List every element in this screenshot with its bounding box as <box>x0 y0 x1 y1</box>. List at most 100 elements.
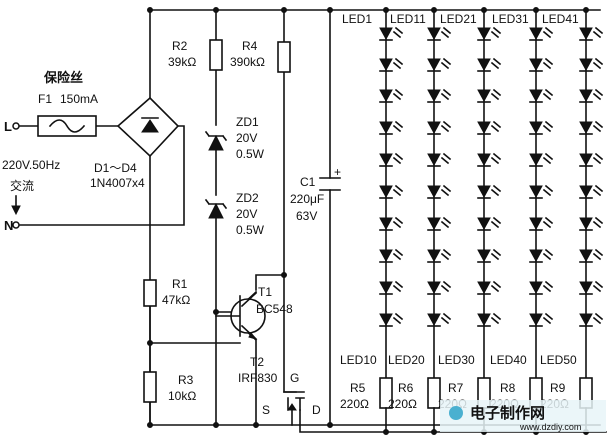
led-top-label: LED31 <box>492 12 529 26</box>
led-diode <box>579 120 604 135</box>
led-triangle-icon <box>579 249 593 263</box>
t2-ref: T2 <box>250 355 264 369</box>
zener-zd2: ZD2 20V 0.5W <box>204 191 265 237</box>
c1-ref: C1 <box>300 175 316 189</box>
led-triangle-icon <box>379 249 393 263</box>
led-light-arrows-icon <box>392 26 404 39</box>
led-resistor-value: 220Ω <box>388 397 417 411</box>
led-triangle-icon <box>427 313 441 327</box>
led-light-arrows-icon <box>392 152 404 165</box>
led-triangle-icon <box>579 185 593 199</box>
led-diode <box>477 280 502 295</box>
zd1-voltage: 20V <box>236 131 257 145</box>
led-diode <box>477 184 502 199</box>
fuse-value: 150mA <box>60 92 98 106</box>
led-triangle-icon <box>427 281 441 295</box>
fuse-title: 保险丝 <box>43 70 83 85</box>
led-diode <box>529 312 554 327</box>
zd2-voltage: 20V <box>236 207 257 221</box>
led-diode <box>529 248 554 263</box>
led-diode <box>477 120 502 135</box>
led-diode <box>379 57 404 72</box>
led-diode <box>427 57 452 72</box>
led-string-3: LED21LED30R7220Ω <box>438 7 502 435</box>
led-diode <box>427 312 452 327</box>
led-diode <box>477 312 502 327</box>
led-diode <box>579 312 604 327</box>
led-light-arrows-icon <box>440 280 452 293</box>
zd1-bar-icon <box>204 130 228 142</box>
led-light-arrows-icon <box>392 248 404 261</box>
led-resistor-ref: R9 <box>550 381 566 395</box>
r1-value: 47kΩ <box>162 293 190 307</box>
fuse-f1: 保险丝 F1 150mA <box>37 70 98 137</box>
zener-zd1: ZD1 20V 0.5W <box>204 115 265 161</box>
led-top-label: LED1 <box>342 12 372 26</box>
led-light-arrows-icon <box>542 184 554 197</box>
led-light-arrows-icon <box>490 88 502 101</box>
mains-spec: 220V.50Hz <box>2 158 60 172</box>
led-diode <box>529 184 554 199</box>
t2-gate-label: G <box>290 371 299 385</box>
led-light-arrows-icon <box>490 184 502 197</box>
led-triangle-icon <box>477 27 491 41</box>
zd2-triangle-icon <box>208 202 224 219</box>
r3-ref: R3 <box>178 373 194 387</box>
led-triangle-icon <box>477 313 491 327</box>
led-diode <box>427 152 452 167</box>
led-bottom-label: LED50 <box>540 353 577 367</box>
led-triangle-icon <box>427 58 441 72</box>
watermark-url: www.dzdiy.com <box>519 422 581 432</box>
led-triangle-icon <box>477 153 491 167</box>
led-string-junction <box>431 7 437 13</box>
led-diode <box>579 280 604 295</box>
zd1-triangle-icon <box>208 134 224 151</box>
led-diode <box>579 184 604 199</box>
r1-ref: R1 <box>172 277 188 291</box>
led-diode <box>529 88 554 103</box>
led-diode <box>579 152 604 167</box>
led-triangle-icon <box>427 185 441 199</box>
led-triangle-icon <box>379 217 393 231</box>
led-diode <box>579 216 604 231</box>
led-bottom-label: LED30 <box>438 353 475 367</box>
r1-body <box>143 279 157 307</box>
led-light-arrows-icon <box>490 152 502 165</box>
mains-arrow-icon <box>11 205 21 216</box>
led-light-arrows-icon <box>542 88 554 101</box>
led-string-junction <box>383 7 389 13</box>
led-resistor-ref: R8 <box>500 381 516 395</box>
led-diode <box>477 248 502 263</box>
transistor-t1: T1 BC548 <box>215 285 293 341</box>
led-triangle-icon <box>379 281 393 295</box>
led-diode <box>379 312 404 327</box>
led-diode <box>427 88 452 103</box>
led-triangle-icon <box>579 281 593 295</box>
bridge-diode-icon <box>141 119 159 133</box>
led-triangle-icon <box>579 217 593 231</box>
led-triangle-icon <box>579 153 593 167</box>
led-triangle-icon <box>579 27 593 41</box>
led-diode <box>529 26 554 41</box>
led-diode <box>379 248 404 263</box>
led-triangle-icon <box>379 121 393 135</box>
led-light-arrows-icon <box>592 312 604 325</box>
led-triangle-icon <box>379 185 393 199</box>
t2-part: IRF830 <box>238 371 278 385</box>
led-light-arrows-icon <box>440 57 452 70</box>
led-light-arrows-icon <box>592 248 604 261</box>
resistor-r4: R4 390kΩ <box>230 39 291 73</box>
led-light-arrows-icon <box>440 26 452 39</box>
led-diode <box>427 248 452 263</box>
led-resistor-ref: R5 <box>350 381 366 395</box>
led-triangle-icon <box>529 89 543 103</box>
led-light-arrows-icon <box>392 312 404 325</box>
led-resistor-value: 220Ω <box>340 397 369 411</box>
led-light-arrows-icon <box>490 216 502 229</box>
led-diode <box>477 57 502 72</box>
led-triangle-icon <box>379 89 393 103</box>
led-diode <box>529 120 554 135</box>
led-resistor-ref: R6 <box>398 381 414 395</box>
